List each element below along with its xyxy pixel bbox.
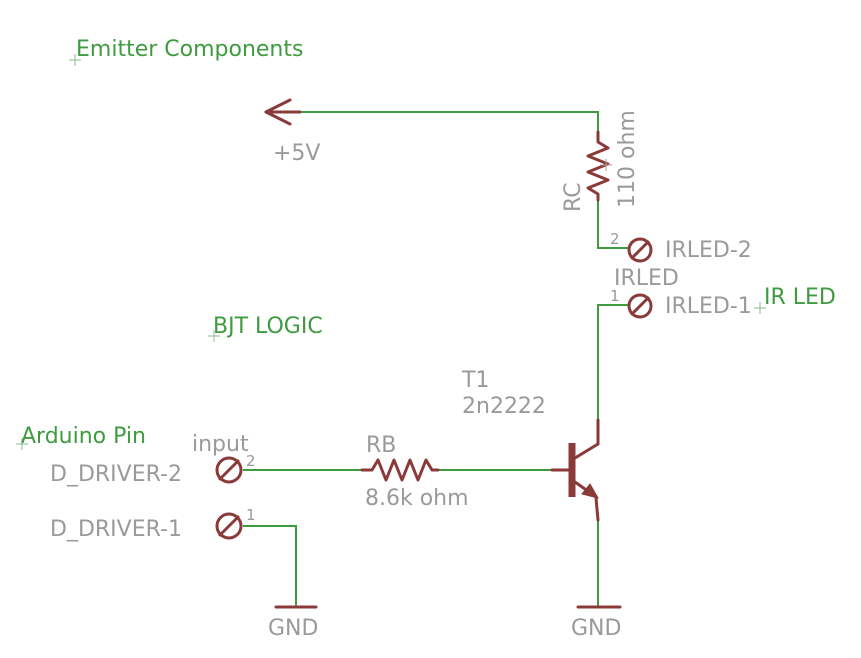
emitter-arrow-icon: [581, 483, 600, 499]
rc-value-label: 110 ohm: [615, 110, 640, 208]
irled-pin2-number: 2: [610, 230, 620, 248]
note-emitter-components: Emitter Components: [76, 37, 303, 62]
supply-label: +5V: [273, 141, 320, 166]
supply-5v-symbol: [264, 98, 302, 126]
rc-name-label: RC: [561, 182, 586, 212]
wires: [243, 111, 629, 606]
note-ir-led: IR LED: [764, 285, 836, 310]
origin-markers: [16, 54, 766, 450]
ddriver-pin2-number: 2: [246, 452, 256, 470]
connector-name-label: input: [192, 432, 249, 457]
ddriver-pad-1: [215, 512, 243, 540]
irled-pin1-number: 1: [610, 287, 620, 305]
rb-name-label: RB: [366, 433, 396, 458]
rc-resistor-icon: [586, 130, 610, 202]
ddriver-pin1-number: 1: [246, 506, 256, 524]
irled-pad-1: [627, 293, 653, 319]
irled-pad-2: [627, 237, 653, 263]
gnd-left-label: GND: [268, 616, 318, 641]
ddriver-pin2-label: D_DRIVER-2: [50, 462, 182, 487]
irled-name-label: IRLED: [614, 266, 679, 291]
gnd-right-label: GND: [571, 616, 621, 641]
rb-resistor-icon: [360, 458, 440, 482]
ddriver-pin1-label: D_DRIVER-1: [50, 517, 182, 542]
note-arduino-pin: Arduino Pin: [21, 424, 146, 449]
ddriver-pad-2: [215, 456, 243, 484]
irled-pin1-label: IRLED-1: [665, 294, 752, 319]
irled-pin2-label: IRLED-2: [665, 238, 752, 263]
transistor-name-label: T1: [461, 368, 489, 393]
note-bjt-logic: BJT LOGIC: [213, 314, 323, 339]
transistor-value-label: 2n2222: [462, 394, 546, 419]
rb-value-label: 8.6k ohm: [365, 486, 469, 511]
transistor-t1-icon: [550, 418, 600, 522]
